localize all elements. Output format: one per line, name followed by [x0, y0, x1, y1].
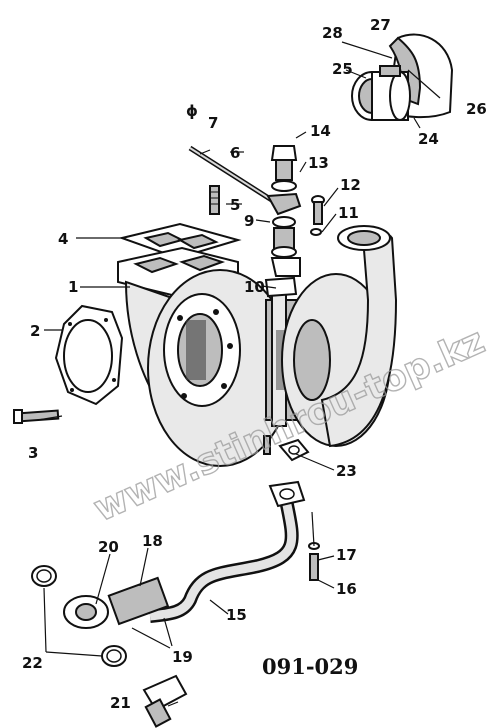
stud-5 [209, 185, 220, 215]
turbine-housing [117, 246, 293, 467]
callout-1: 1 [68, 278, 78, 296]
callout-24: 24 [418, 130, 439, 148]
flange-10 [264, 276, 298, 298]
bolt-21 [142, 674, 188, 728]
callout-2: 2 [30, 322, 40, 340]
callout-3: 3 [28, 444, 38, 462]
bolt-3 [13, 409, 60, 424]
callout-23: 23 [336, 462, 357, 480]
callout-9: 9 [244, 212, 254, 230]
banjo-fitting [31, 565, 170, 667]
gasket-2 [54, 304, 124, 406]
callout-7: 7 [208, 114, 218, 132]
gasket-4 [118, 222, 242, 260]
callout-13: 13 [308, 154, 329, 172]
callout-16: 16 [336, 580, 357, 598]
callout-21: 21 [110, 694, 131, 712]
callout-25: 25 [332, 60, 353, 78]
drawing-code: 091-029 [262, 654, 358, 679]
callout-12: 12 [340, 176, 361, 194]
callout-4: 4 [58, 230, 68, 248]
callout-labels: 1 2 3 4 5 6 7 9 10 11 12 13 14 15 16 17 … [22, 16, 487, 712]
callout-6: 6 [230, 144, 240, 162]
actuator-rod: ϕ [186, 102, 302, 216]
callout-20: 20 [98, 538, 119, 556]
callout-18: 18 [142, 532, 163, 550]
callout-26: 26 [466, 100, 487, 118]
bolt-12 [310, 195, 325, 236]
gasket-23 [263, 435, 310, 462]
callout-27: 27 [370, 16, 391, 34]
callout-5: 5 [230, 196, 240, 214]
compressor-housing [281, 225, 398, 448]
callout-10: 10 [244, 278, 265, 296]
callout-11: 11 [338, 204, 359, 222]
callout-28: 28 [322, 24, 343, 42]
callout-8-symbol: ϕ [186, 102, 198, 120]
bolt-16 [308, 511, 320, 581]
leader-lines [37, 69, 421, 707]
callout-19: 19 [172, 648, 193, 666]
callout-15: 15 [226, 606, 247, 624]
callout-14: 14 [310, 122, 331, 140]
callout-22: 22 [22, 654, 43, 672]
callout-17: 17 [336, 546, 357, 564]
intake-hose-assembly [341, 33, 454, 121]
oil-drain-pipe [149, 480, 306, 623]
banjo-bolt-stack [270, 145, 301, 277]
